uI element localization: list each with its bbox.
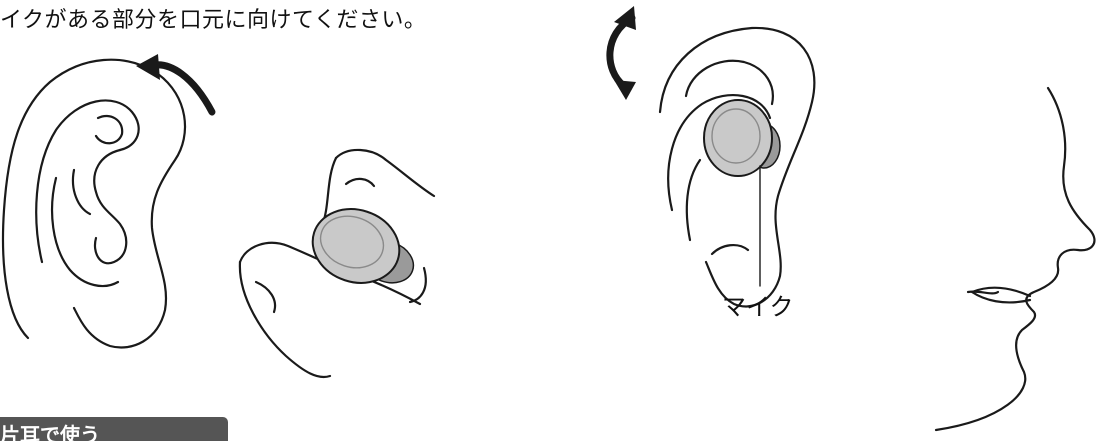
section-heading-text: 片耳で使う (0, 419, 100, 441)
earbud-in-ear-illustration (704, 100, 780, 176)
rotate-arrow-icon (136, 54, 212, 112)
earbud-in-hand-illustration (303, 198, 419, 294)
mic-label: マイク (722, 287, 794, 322)
rotate-double-arrow-icon (610, 6, 636, 100)
face-profile-illustration (936, 88, 1094, 430)
left-ear-illustration (3, 60, 185, 348)
section-heading: 片耳で使う (0, 417, 228, 441)
